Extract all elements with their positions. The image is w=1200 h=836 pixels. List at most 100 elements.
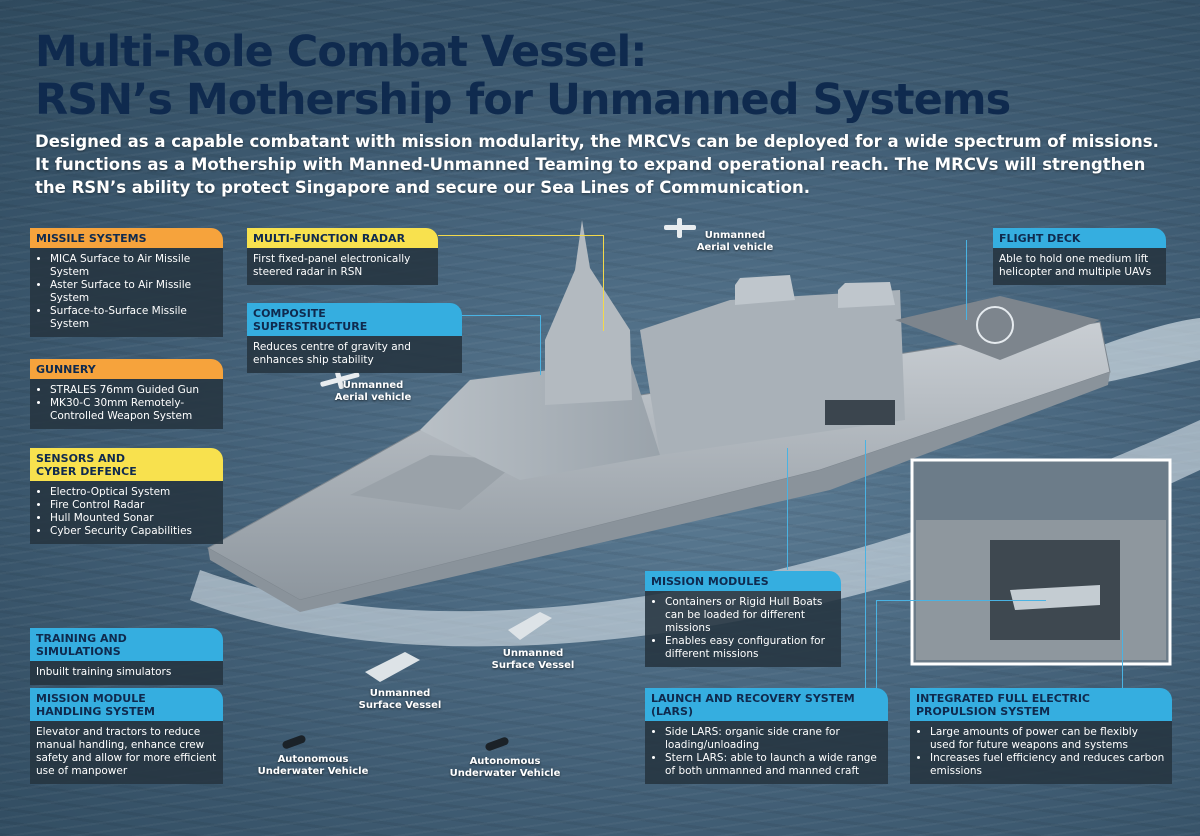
auv-right bbox=[485, 737, 509, 751]
auv-right-label: Autonomous Underwater Vehicle bbox=[440, 756, 570, 780]
radar-heading: MULTI-FUNCTION RADAR bbox=[247, 228, 438, 248]
propulsion-heading-line-1: INTEGRATED FULL ELECTRIC bbox=[916, 692, 1090, 705]
label-line: Aerial vehicle bbox=[334, 392, 412, 403]
label-line: Underwater Vehicle bbox=[449, 768, 561, 779]
intro-paragraph: Designed as a capable combatant with mis… bbox=[35, 132, 1159, 197]
superstructure-text: Reduces centre of gravity and enhances s… bbox=[253, 341, 411, 366]
missile-systems-body: MICA Surface to Air Missile System Aster… bbox=[30, 248, 223, 337]
radar-body: First fixed-panel electronically steered… bbox=[247, 248, 438, 285]
usv-upper-label: Unmanned Surface Vessel bbox=[478, 648, 588, 672]
mission-bay-opening bbox=[825, 400, 895, 425]
sensors-body: Electro-Optical System Fire Control Rada… bbox=[30, 481, 223, 544]
flight-deck-text: Able to hold one medium lift helicopter … bbox=[999, 253, 1152, 278]
uav-mid bbox=[320, 371, 360, 390]
gunnery-box: GUNNERY STRALES 76mm Guided Gun MK30-C 3… bbox=[30, 358, 223, 429]
propulsion-body: Large amounts of power can be flexibly u… bbox=[910, 721, 1172, 784]
page-title: Multi-Role Combat Vessel: RSN’s Mothersh… bbox=[35, 28, 1011, 124]
label-line: Surface Vessel bbox=[491, 660, 575, 671]
usv-upper bbox=[508, 612, 552, 640]
flight-deck-heading: FLIGHT DECK bbox=[993, 228, 1166, 248]
list-item: Fire Control Radar bbox=[50, 499, 217, 512]
lars-heading-line-2: (LARS) bbox=[651, 705, 693, 718]
sensors-heading-line-2: CYBER DEFENCE bbox=[36, 465, 137, 478]
handling-body: Elevator and tractors to reduce manual h… bbox=[30, 721, 223, 784]
list-item: Stern LARS: able to launch a wide range … bbox=[665, 752, 882, 778]
label-line: Unmanned bbox=[369, 688, 431, 699]
list-item: Large amounts of power can be flexibly u… bbox=[930, 726, 1166, 752]
sensors-heading: SENSORS AND CYBER DEFENCE bbox=[30, 448, 223, 481]
propulsion-heading-line-2: PROPULSION SYSTEM bbox=[916, 705, 1051, 718]
handling-text: Elevator and tractors to reduce manual h… bbox=[36, 726, 217, 777]
handling-box: MISSION MODULE HANDLING SYSTEM Elevator … bbox=[30, 688, 223, 784]
label-line: Underwater Vehicle bbox=[257, 766, 369, 777]
radar-text: First fixed-panel electronically steered… bbox=[253, 253, 411, 278]
superstructure-box: COMPOSITE SUPERSTRUCTURE Reduces centre … bbox=[247, 303, 462, 373]
sensors-heading-line-1: SENSORS AND bbox=[36, 452, 125, 465]
ship-mast bbox=[545, 220, 632, 405]
label-line: Unmanned bbox=[502, 648, 564, 659]
ship-wake-foam bbox=[1090, 318, 1200, 385]
ship-funnel-2 bbox=[838, 282, 895, 308]
callout-line-lars bbox=[865, 440, 866, 688]
mission-modules-body: Containers or Rigid Hull Boats can be lo… bbox=[645, 591, 841, 667]
uav-mid-label: Unmanned Aerial vehicle bbox=[318, 380, 428, 404]
gunnery-heading: GUNNERY bbox=[30, 359, 223, 379]
training-body: Inbuilt training simulators bbox=[30, 661, 223, 685]
handling-heading-line-1: MISSION MODULE bbox=[36, 692, 146, 705]
callout-line-lars-h bbox=[876, 600, 877, 690]
mission-modules-heading: MISSION MODULES bbox=[645, 571, 841, 591]
sensors-box: SENSORS AND CYBER DEFENCE Electro-Optica… bbox=[30, 448, 223, 544]
lars-body: Side LARS: organic side crane for loadin… bbox=[645, 721, 888, 784]
lars-heading-line-1: LAUNCH AND RECOVERY SYSTEM bbox=[651, 692, 855, 705]
list-item: Side LARS: organic side crane for loadin… bbox=[665, 726, 882, 752]
training-heading: TRAINING AND SIMULATIONS bbox=[30, 628, 223, 661]
handling-heading-line-2: HANDLING SYSTEM bbox=[36, 705, 155, 718]
list-item: STRALES 76mm Guided Gun bbox=[50, 384, 217, 397]
propulsion-box: INTEGRATED FULL ELECTRIC PROPULSION SYST… bbox=[910, 688, 1172, 784]
flight-deck-body: Able to hold one medium lift helicopter … bbox=[993, 248, 1166, 285]
label-line: Aerial vehicle bbox=[696, 242, 774, 253]
gunnery-body: STRALES 76mm Guided Gun MK30-C 30mm Remo… bbox=[30, 379, 223, 429]
flight-deck-box: FLIGHT DECK Able to hold one medium lift… bbox=[993, 227, 1166, 285]
superstructure-body: Reduces centre of gravity and enhances s… bbox=[247, 336, 462, 373]
label-line: Unmanned bbox=[342, 380, 404, 391]
superstructure-heading: COMPOSITE SUPERSTRUCTURE bbox=[247, 303, 462, 336]
usv-lower bbox=[365, 652, 420, 682]
missile-systems-box: MISSILE SYSTEMS MICA Surface to Air Miss… bbox=[30, 227, 223, 337]
label-line: Surface Vessel bbox=[358, 700, 442, 711]
list-item: MK30-C 30mm Remotely-Controlled Weapon S… bbox=[50, 397, 217, 423]
lars-box: LAUNCH AND RECOVERY SYSTEM (LARS) Side L… bbox=[645, 688, 888, 784]
handling-heading: MISSION MODULE HANDLING SYSTEM bbox=[30, 688, 223, 721]
list-item: Hull Mounted Sonar bbox=[50, 512, 217, 525]
training-text: Inbuilt training simulators bbox=[36, 666, 172, 678]
list-item: Aster Surface to Air Missile System bbox=[50, 279, 217, 305]
list-item: Surface-to-Surface Missile System bbox=[50, 305, 217, 331]
auv-left-label: Autonomous Underwater Vehicle bbox=[248, 754, 378, 778]
list-item: Containers or Rigid Hull Boats can be lo… bbox=[665, 596, 835, 635]
callout-line-modules bbox=[787, 448, 788, 570]
propulsion-heading: INTEGRATED FULL ELECTRIC PROPULSION SYST… bbox=[910, 688, 1172, 721]
label-line: Autonomous bbox=[277, 754, 349, 765]
uav-top bbox=[664, 218, 696, 238]
uav-top-label: Unmanned Aerial vehicle bbox=[680, 230, 790, 254]
callout-line-prop bbox=[1122, 630, 1123, 688]
list-item: MICA Surface to Air Missile System bbox=[50, 253, 217, 279]
list-item: Increases fuel efficiency and reduces ca… bbox=[930, 752, 1166, 778]
radar-box: MULTI-FUNCTION RADAR First fixed-panel e… bbox=[247, 227, 438, 285]
flight-deck-pad bbox=[895, 296, 1100, 360]
helipad-marking bbox=[976, 306, 1014, 344]
mission-modules-box: MISSION MODULES Containers or Rigid Hull… bbox=[645, 570, 841, 667]
label-line: Autonomous bbox=[469, 756, 541, 767]
callout-line-lars-h2 bbox=[876, 600, 1046, 601]
list-item: Electro-Optical System bbox=[50, 486, 217, 499]
list-item: Cyber Security Capabilities bbox=[50, 525, 217, 538]
callout-line-super-v bbox=[540, 315, 541, 375]
usv-lower-label: Unmanned Surface Vessel bbox=[345, 688, 455, 712]
ship-funnel-1 bbox=[735, 275, 795, 305]
lars-heading: LAUNCH AND RECOVERY SYSTEM (LARS) bbox=[645, 688, 888, 721]
training-box: TRAINING AND SIMULATIONS Inbuilt trainin… bbox=[30, 628, 223, 685]
auv-left bbox=[282, 735, 306, 749]
callout-line-flight bbox=[966, 240, 967, 320]
